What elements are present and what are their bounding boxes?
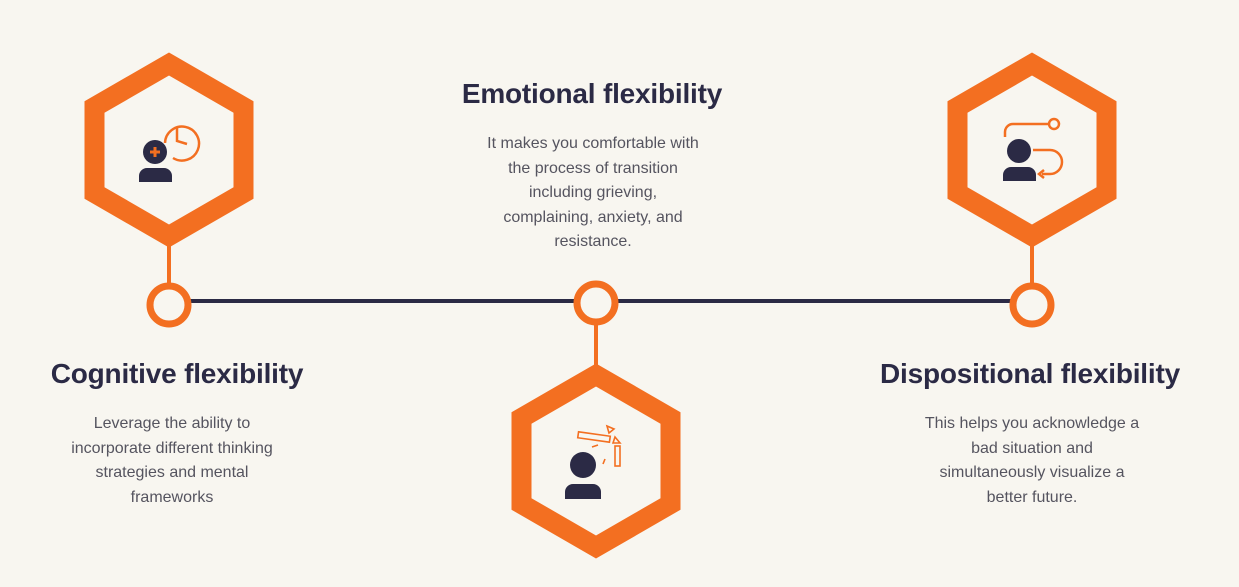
- hexagon-dispositional: [947, 52, 1117, 248]
- description-line: the process of transition: [508, 159, 678, 177]
- hexagon-frame: [511, 363, 681, 559]
- description-cognitive: Leverage the ability to incorporate diff…: [12, 412, 332, 510]
- hexagon-emotional: [511, 363, 681, 559]
- hexagon-cognitive: [84, 52, 254, 248]
- description-line: strategies and mental: [95, 464, 249, 482]
- title-emotional: Emotional flexibility: [461, 78, 723, 109]
- hexagon-frame: [84, 52, 254, 248]
- description-line: incorporate different thinking: [71, 439, 273, 457]
- timeline-node-cognitive: [146, 282, 192, 328]
- description-line: bad situation and: [971, 439, 1093, 457]
- description-line: including grieving,: [528, 184, 658, 202]
- description-dispositional: This helps you acknowledge a bad situati…: [872, 412, 1192, 510]
- description-emotional: It makes you comfortable with the proces…: [433, 132, 753, 255]
- description-line: simultaneously visualize a: [939, 464, 1125, 482]
- title-dispositional: Dispositional flexibility: [880, 358, 1180, 389]
- timeline-node-emotional: [573, 280, 619, 326]
- timeline-node-dispositional: [1009, 282, 1055, 328]
- description-line: complaining, anxiety, and: [503, 208, 683, 226]
- hexagon-frame: [947, 52, 1117, 248]
- description-line: resistance.: [554, 233, 632, 251]
- description-line: It makes you comfortable with: [487, 135, 699, 152]
- description-line: Leverage the ability to: [93, 415, 251, 432]
- person-plus-clock-icon: [139, 125, 201, 182]
- title-cognitive: Cognitive flexibility: [50, 358, 304, 389]
- person-path-icon: [1003, 117, 1064, 181]
- description-line: frameworks: [130, 488, 214, 506]
- person-broken-pencil-icon: [565, 424, 622, 499]
- description-line: This helps you acknowledge a: [924, 415, 1140, 432]
- description-line: better future.: [986, 488, 1078, 506]
